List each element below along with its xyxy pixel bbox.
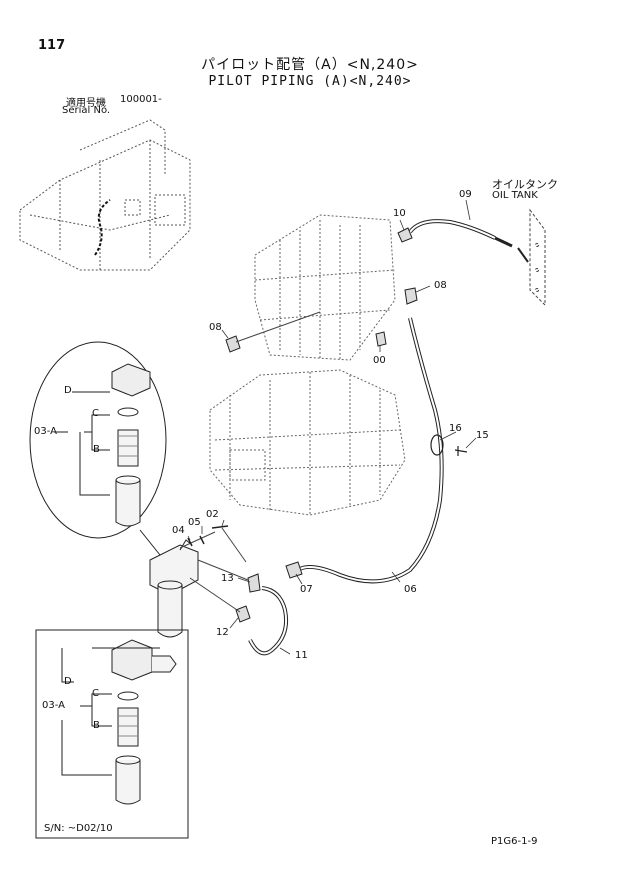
- page-code: P1G6-1-9: [491, 836, 538, 847]
- detail-label-c: C: [92, 408, 99, 419]
- fitting-10-icon: [397, 227, 413, 243]
- callout-08-left: 08: [209, 322, 222, 333]
- fitting-08-upper-icon: [404, 287, 418, 305]
- detail-label-d: D: [64, 385, 72, 396]
- washer-05-icon: [199, 535, 205, 545]
- inset-detail-parts: [111, 639, 177, 805]
- serial-label-jp: 適用号機: [66, 98, 106, 109]
- engine-pump-assembly: [209, 369, 406, 516]
- fitting-13-icon: [247, 573, 261, 593]
- inset-label-d: D: [64, 676, 72, 687]
- detail-bubble-leaders: [54, 391, 110, 496]
- detail-label-b: B: [93, 444, 100, 455]
- serial-label-en: Serial No.: [62, 105, 111, 116]
- callout-00: 00: [373, 355, 386, 366]
- callout-12: 12: [216, 627, 229, 638]
- callout-07: 07: [300, 584, 313, 595]
- detail-bubble-parts: [111, 363, 151, 527]
- fitting-12-icon: [235, 605, 251, 623]
- callout-13: 13: [221, 573, 234, 584]
- pilot-filter-assembly: [149, 539, 199, 638]
- callout-02: 02: [206, 509, 219, 520]
- oil-tank-wall: [529, 208, 546, 307]
- inset-serial-note: S/N: ~D02/10: [44, 823, 113, 834]
- inset-detail-leaders: [61, 647, 160, 776]
- callout-05: 05: [188, 517, 201, 528]
- callout-10: 10: [393, 208, 406, 219]
- detail-label-a: 03-A: [34, 426, 57, 437]
- control-valve-block: [254, 214, 396, 361]
- oil-tank-label-jp: オイルタンク: [492, 178, 558, 191]
- machine-overview-sketch: [19, 119, 191, 271]
- page-title-en: PILOT PIPING (A)<N,240>: [208, 74, 412, 89]
- overview-pilot-line: [94, 199, 111, 256]
- fitting-00-icon: [375, 331, 387, 347]
- callout-11: 11: [295, 650, 308, 661]
- fitting-08-left-icon: [225, 335, 241, 353]
- bolt-15-icon: [454, 446, 468, 456]
- page-number: 117: [38, 38, 66, 53]
- inset-label-c: C: [92, 688, 99, 699]
- ring-04-icon: [187, 537, 193, 547]
- oil-tank-label-en: OIL TANK: [492, 190, 538, 201]
- callout-15: 15: [476, 430, 489, 441]
- callout-06: 06: [404, 584, 417, 595]
- detail-bubble: [29, 341, 167, 539]
- callout-08-upper: 08: [434, 280, 447, 291]
- inset-label-a: 03-A: [42, 700, 65, 711]
- callout-04: 04: [172, 525, 185, 536]
- page-title-jp: パイロット配管（A）<N,240>: [201, 57, 419, 73]
- clamp-16-icon: [430, 434, 444, 456]
- inset-label-b: B: [93, 720, 100, 731]
- callout-09: 09: [459, 189, 472, 200]
- bolt-02-icon: [211, 525, 229, 529]
- callout-leaders: [187, 199, 477, 655]
- serial-value: 100001-: [120, 94, 162, 105]
- inset-detail-box: [35, 629, 189, 839]
- elbow-07-icon: [285, 561, 303, 579]
- callout-16: 16: [449, 423, 462, 434]
